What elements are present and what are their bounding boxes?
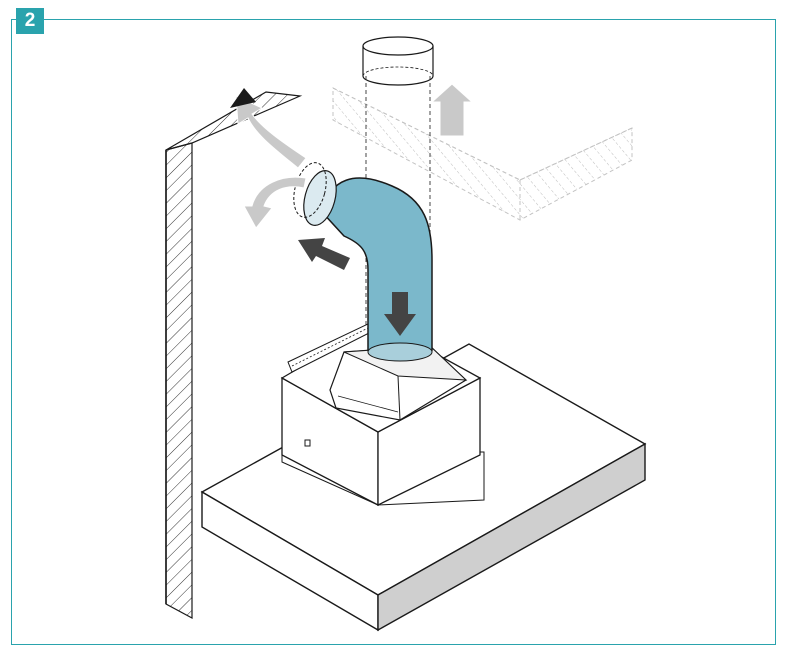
wall-duct-ring bbox=[293, 162, 327, 218]
step-frame bbox=[11, 19, 776, 645]
arrow-left-icon bbox=[298, 238, 350, 270]
wall bbox=[165, 91, 303, 620]
motor-box bbox=[280, 321, 485, 507]
arrow-up-icon bbox=[430, 83, 474, 137]
ceiling-section bbox=[332, 87, 633, 221]
arrow-down-icon bbox=[384, 292, 416, 336]
wall-marker-icon bbox=[230, 88, 256, 108]
step-number-badge: 2 bbox=[16, 8, 44, 34]
